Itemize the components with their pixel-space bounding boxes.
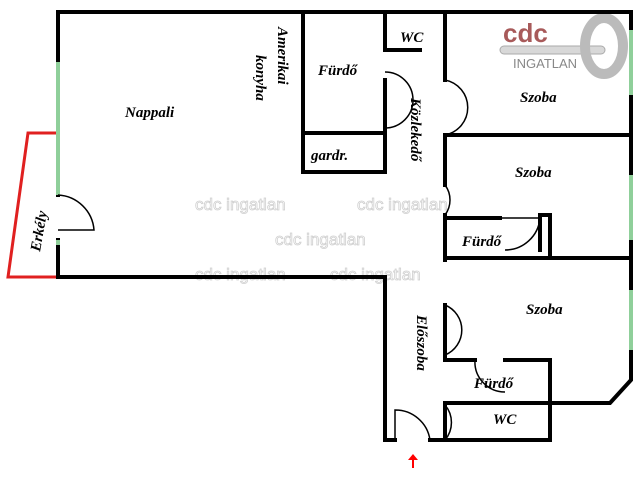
logo-brand: cdc — [503, 18, 548, 48]
balcony-outline — [6, 131, 58, 279]
watermark: cdc ingatlan — [195, 195, 286, 214]
doors — [57, 71, 541, 441]
room-label-szoba-3: Szoba — [526, 302, 563, 318]
room-label-wc-bottom: WC — [493, 412, 517, 428]
room-label-eloszoba: Előszoba — [413, 314, 429, 371]
room-label-szoba-1: Szoba — [520, 90, 557, 106]
cdc-ingatlan-logo: cdc INGATLAN — [499, 13, 628, 79]
room-label-szoba-2: Szoba — [515, 165, 552, 181]
room-label-wc-top: WC — [400, 30, 424, 46]
room-label-amerikai: Amerikai — [274, 26, 290, 85]
watermark: cdc ingatlan — [357, 195, 448, 214]
walls — [56, 10, 633, 442]
room-label-erkely: Erkély — [28, 209, 51, 253]
watermark: cdc ingatlan — [330, 265, 421, 284]
room-label-furdo-top: Fürdő — [317, 63, 359, 79]
room-label-furdo-mid: Fürdő — [461, 234, 503, 250]
logo-subtitle: INGATLAN — [513, 56, 577, 71]
room-label-konyha: konyha — [252, 55, 268, 101]
watermark: cdc ingatlan — [275, 230, 366, 249]
watermark: cdc ingatlan — [195, 265, 286, 284]
room-label-furdo-bottom: Fürdő — [473, 376, 515, 392]
room-label-gardrob: gardr. — [310, 148, 348, 164]
watermarks: cdc ingatlan cdc ingatlan cdc ingatlan c… — [195, 195, 449, 285]
entrance-arrow-icon — [408, 454, 418, 468]
room-label-kozlekedo: Közlekedő — [407, 97, 423, 163]
windows — [56, 30, 633, 350]
room-label-nappali: Nappali — [124, 105, 175, 121]
